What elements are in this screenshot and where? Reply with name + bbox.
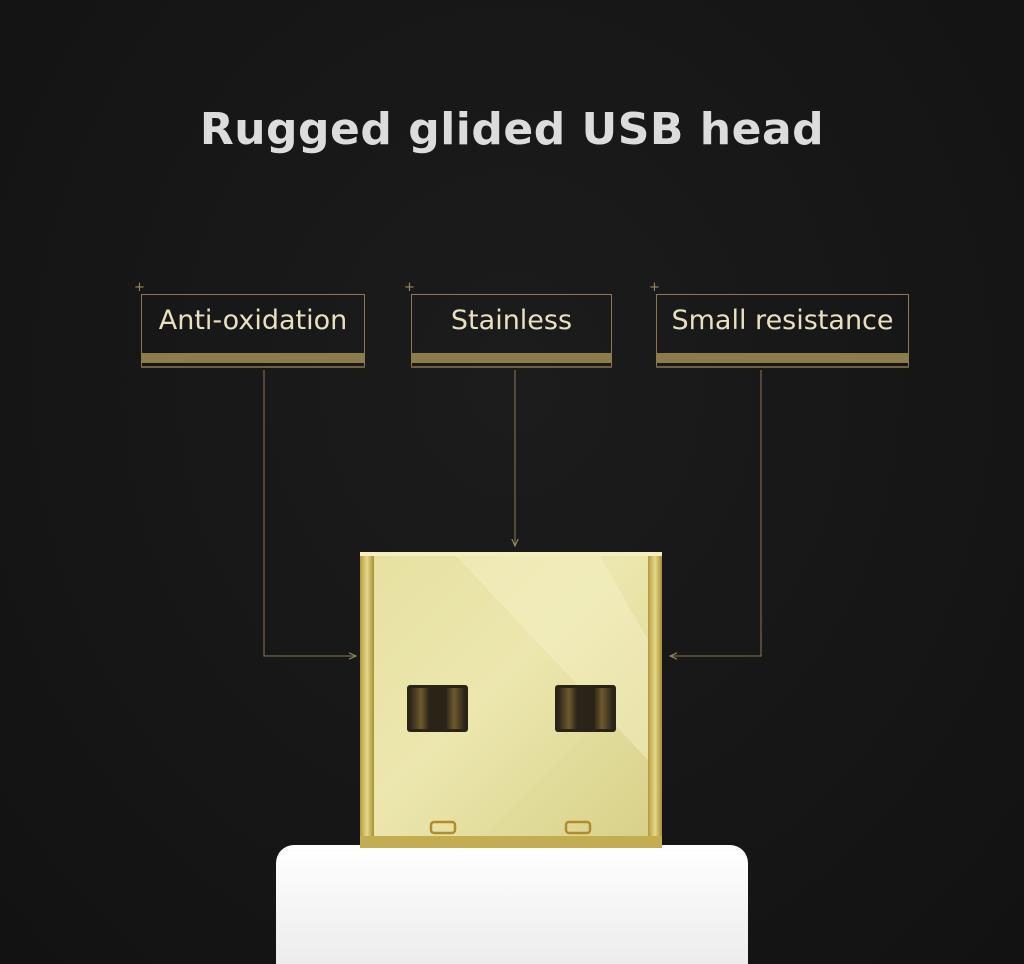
feature-label-small-resistance: + Small resistance [649, 281, 909, 368]
plus-icon: + [649, 280, 660, 295]
label-accent-bar [411, 353, 612, 363]
connector-slot-left [407, 685, 468, 732]
usb-connector [360, 552, 662, 848]
feature-label-text: Small resistance [671, 305, 894, 336]
leader-line-small-resistance [670, 370, 762, 656]
label-underline [656, 366, 909, 368]
label-underline [411, 366, 612, 368]
label-underline [141, 366, 365, 368]
leader-line-anti-oxidation [263, 370, 356, 656]
label-accent-bar [656, 353, 909, 363]
page-title: Rugged glided USB head [199, 104, 825, 155]
feature-label-anti-oxidation: + Anti-oxidation [134, 281, 365, 368]
feature-label-text: Anti-oxidation [158, 305, 348, 336]
usb-body [276, 845, 748, 964]
connector-notch-right [564, 820, 592, 835]
connector-notch-left [429, 820, 457, 835]
feature-label-text: Stainless [450, 305, 573, 336]
plus-icon: + [134, 280, 145, 295]
connector-slot-right [555, 685, 616, 732]
plus-icon: + [404, 280, 415, 295]
label-accent-bar [141, 353, 365, 363]
feature-label-stainless: + Stainless [404, 281, 612, 368]
